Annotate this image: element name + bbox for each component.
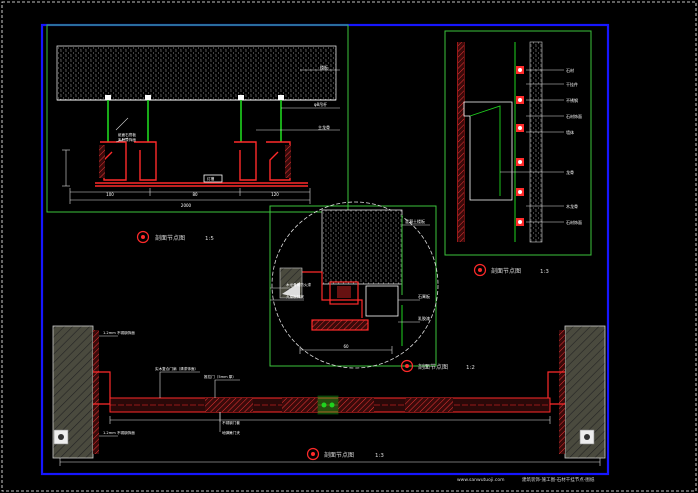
- detail-b-wall: [529, 41, 543, 243]
- detail-b-bubble: [473, 263, 487, 277]
- detail-c-label-r1: 石膏板: [418, 293, 430, 299]
- detail-c-slab: [321, 209, 403, 285]
- detail-d-label-mid2: 推拉门（5mm 厚）: [204, 374, 236, 379]
- detail-b-label-top: 石材: [566, 67, 574, 73]
- detail-a-bubble: [136, 230, 150, 244]
- footer-title: 建筑装饰-施工图-石材干挂节点-图纸: [522, 476, 595, 483]
- hanger-anchors: [105, 95, 284, 100]
- detail-a-dim-c: 120: [271, 192, 279, 197]
- detail-d: 1.2mm 不锈钢饰面 1.2mm 不锈钢饰面 实木复合门扇（清漆饰面） 推拉门…: [52, 325, 606, 466]
- detail-d-caption: 剖面节点图: [324, 451, 354, 459]
- detail-c-viewport: [269, 205, 437, 367]
- detail-b-panel: [463, 101, 513, 201]
- hanger-rods: [107, 96, 282, 142]
- detail-a: 2000 100 80 120 楼板 φ8吊杆 主龙骨 纸面石膏板 灯槽 乳胶漆…: [46, 24, 349, 244]
- detail-b-label-8: 石材饰面: [566, 219, 582, 225]
- detail-a-scale: 1:5: [205, 236, 214, 242]
- detail-c-block: [337, 286, 351, 298]
- detail-c-circle: [271, 201, 439, 369]
- detail-a-caption: 剖面节点图: [155, 234, 185, 242]
- lamp-slot: [203, 174, 223, 183]
- detail-b-label-3: 不锈钢: [566, 97, 578, 103]
- detail-b: 石材 干挂件 不锈钢 石材饰面 墙体 龙骨 木龙骨 石材饰面 剖面节点图 1:3: [444, 30, 592, 277]
- detail-d-label-top-left: 1.2mm 不锈钢饰面: [103, 330, 135, 335]
- door-leaves: [109, 395, 551, 415]
- detail-d-bubble: [306, 447, 320, 461]
- detail-c-scale: 1:2: [466, 365, 475, 371]
- detail-b-viewport: [444, 30, 592, 256]
- detail-c-bubble: [400, 359, 414, 373]
- detail-d-label-mid4: 地弹簧门夹: [222, 430, 240, 435]
- detail-a-dimensions: [62, 149, 311, 204]
- detail-b-label-6: 龙骨: [566, 169, 574, 175]
- detail-b-anchors: [516, 66, 524, 226]
- detail-d-label-mid3: 不锈钢门套: [222, 420, 240, 425]
- detail-a-label-finish: 乳胶漆饰面: [118, 137, 136, 142]
- detail-c: 混凝土楼板 木龙骨刷防火漆 九厘板打底 石膏板 乳胶漆 60 剖面节点图 1:2: [269, 201, 475, 373]
- detail-a-slab: [56, 45, 337, 101]
- detail-a-viewport: [46, 24, 349, 213]
- detail-a-label-hanger: φ8吊杆: [314, 101, 327, 107]
- footer-url: www.sanwutuoji.com: [457, 477, 504, 483]
- detail-c-label-top: 混凝土楼板: [405, 218, 425, 224]
- detail-a-dim-total: 2000: [181, 203, 192, 208]
- detail-c-dim: 60: [343, 344, 349, 349]
- detail-d-label-bottom-left: 1.2mm 不锈钢饰面: [103, 430, 135, 435]
- detail-a-label-lamp: 灯槽: [207, 176, 215, 181]
- detail-d-scale: 1:3: [375, 453, 384, 459]
- keel-profiles: [95, 141, 308, 187]
- detail-c-caption: 剖面节点图: [418, 363, 448, 371]
- detail-a-dim-b: 80: [192, 192, 198, 197]
- detail-c-label-1: 木龙骨刷防火漆: [286, 282, 312, 287]
- detail-b-label-4: 石材饰面: [566, 113, 582, 119]
- detail-a-label-main-keel: 主龙骨: [318, 124, 330, 130]
- detail-a-label-board: 纸面石膏板: [118, 132, 136, 137]
- detail-b-scale: 1:3: [540, 269, 549, 275]
- detail-b-label-2: 干挂件: [566, 81, 578, 87]
- detail-b-caption: 剖面节点图: [491, 267, 521, 275]
- detail-c-label-2: 九厘板打底: [286, 294, 304, 299]
- detail-b-label-5: 墙体: [566, 129, 574, 135]
- detail-a-label-slab: 楼板: [320, 64, 328, 70]
- detail-c-label-r2: 乳胶漆: [418, 315, 430, 321]
- detail-b-label-7: 木龙骨: [566, 203, 578, 209]
- detail-a-dim-a: 100: [106, 192, 114, 197]
- detail-d-label-mid1: 实木复合门扇（清漆饰面）: [155, 366, 198, 371]
